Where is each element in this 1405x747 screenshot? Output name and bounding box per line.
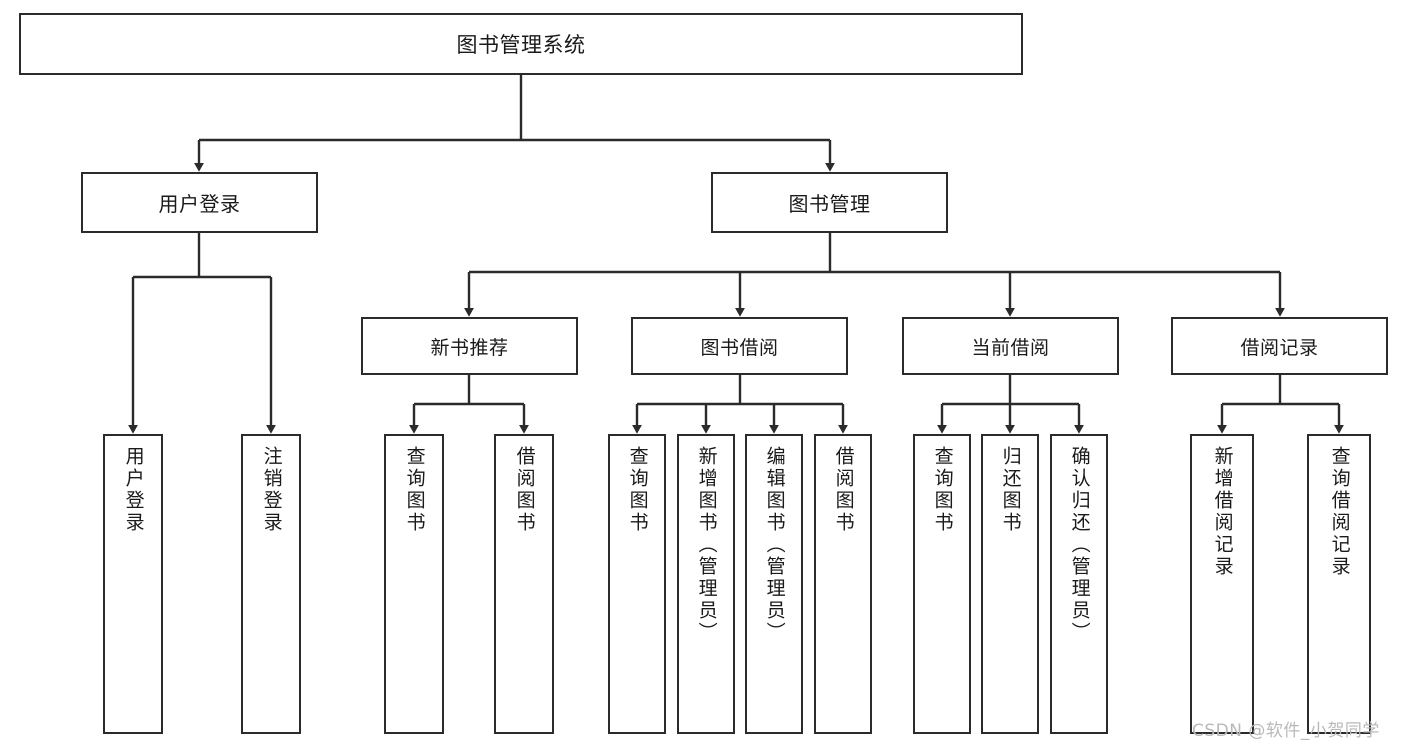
- leaf-confirm-return-admin[interactable]: 确认归还（管理员）: [1050, 434, 1108, 734]
- leaf-borrow-book[interactable]: 借阅图书: [814, 434, 872, 734]
- node-label: 新增借阅记录: [1211, 446, 1234, 578]
- leaf-query-borrow-record[interactable]: 查询借阅记录: [1307, 434, 1371, 734]
- node-label: 查询图书: [626, 446, 649, 534]
- node-label: 用户登录: [158, 192, 241, 216]
- node-book-borrow[interactable]: 图书借阅: [631, 317, 848, 375]
- node-label: 查询借阅记录: [1328, 446, 1351, 578]
- node-label: 查询图书: [403, 446, 426, 534]
- node-book-management[interactable]: 图书管理: [711, 172, 948, 233]
- node-label: 借阅图书: [832, 446, 855, 534]
- leaf-edit-book-admin[interactable]: 编辑图书（管理员）: [745, 434, 803, 734]
- leaf-new-book-query[interactable]: 查询图书: [384, 434, 444, 734]
- node-label: 当前借阅: [971, 336, 1050, 359]
- node-label: 归还图书: [999, 446, 1022, 534]
- node-user-login[interactable]: 用户登录: [81, 172, 318, 233]
- node-current-borrow[interactable]: 当前借阅: [902, 317, 1119, 375]
- node-borrow-record[interactable]: 借阅记录: [1171, 317, 1388, 375]
- leaf-add-borrow-record[interactable]: 新增借阅记录: [1190, 434, 1254, 734]
- csdn-watermark: CSDN @软件_小贺同学: [1192, 721, 1380, 741]
- node-label: 新增图书（管理员）: [695, 446, 718, 644]
- node-label: 确认归还（管理员）: [1068, 446, 1091, 644]
- node-label: 借阅记录: [1240, 336, 1319, 359]
- node-new-book-recommend[interactable]: 新书推荐: [361, 317, 578, 375]
- node-label: 借阅图书: [513, 446, 536, 534]
- node-label: 用户登录: [122, 446, 145, 534]
- node-label: 编辑图书（管理员）: [763, 446, 786, 644]
- node-label: 图书借阅: [700, 336, 779, 359]
- leaf-borrow-query-book[interactable]: 查询图书: [608, 434, 666, 734]
- leaf-return-book[interactable]: 归还图书: [981, 434, 1039, 734]
- leaf-add-book-admin[interactable]: 新增图书（管理员）: [677, 434, 735, 734]
- node-label: 图书管理: [788, 192, 871, 216]
- node-root-system[interactable]: 图书管理系统: [19, 13, 1023, 75]
- node-label: 新书推荐: [430, 336, 509, 359]
- leaf-user-login[interactable]: 用户登录: [103, 434, 163, 734]
- leaf-logout[interactable]: 注销登录: [241, 434, 301, 734]
- leaf-new-book-borrow[interactable]: 借阅图书: [494, 434, 554, 734]
- node-label: 注销登录: [260, 446, 283, 534]
- node-label: 查询图书: [931, 446, 954, 534]
- node-label: 图书管理系统: [456, 33, 586, 57]
- leaf-current-query-book[interactable]: 查询图书: [913, 434, 971, 734]
